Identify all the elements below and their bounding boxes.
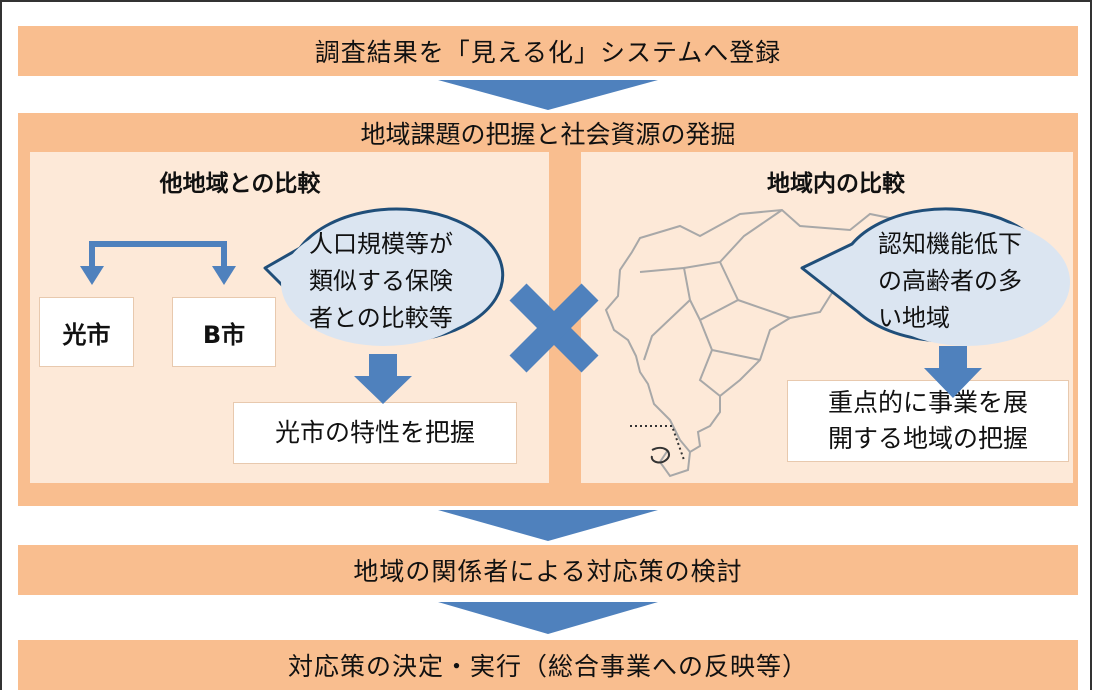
step-decide-text: 対応策の決定・実行（総合事業への反映等） — [287, 652, 808, 681]
city-b-label: B市 — [202, 320, 246, 349]
compare-other-regions-title: 他地域との比較 — [159, 171, 321, 197]
step-register-text: 調査結果を「見える化」システムへ登録 — [314, 38, 782, 67]
comparison-bracket-arrow-icon — [89, 241, 227, 268]
analysis-title-text: 地域課題の把握と社会資源の発掘 — [360, 120, 736, 149]
region-map-icon — [604, 208, 892, 478]
city-b-box: B市 — [172, 297, 276, 367]
priority-area-line-1: 重点的に事業を展 — [827, 388, 1028, 417]
flow-arrow-1-icon — [438, 80, 658, 110]
map-boundary-dotted-icon — [630, 425, 685, 461]
right-callout-line-3: い地域 — [878, 304, 950, 332]
map-island-icon — [650, 446, 670, 464]
left-callout-down-arrow-icon — [354, 354, 412, 404]
left-callout-text: 人口規模等が 類似する保険 者との比較等 — [309, 226, 453, 337]
step-consider-text: 地域の関係者による対応策の検討 — [353, 557, 743, 586]
flow-arrow-3-icon — [438, 602, 658, 634]
arrowhead-right-icon — [212, 266, 236, 285]
left-callout-bubble — [263, 207, 505, 346]
step-consider-band: 地域の関係者による対応策の検討 — [18, 545, 1078, 595]
hikari-characteristics-text: 光市の特性を把握 — [274, 418, 475, 447]
arrowhead-left-icon — [80, 266, 104, 285]
step-decide-band: 対応策の決定・実行（総合事業への反映等） — [18, 640, 1078, 690]
flow-arrow-2-icon — [438, 510, 658, 541]
cross-multiply-icon — [509, 283, 599, 373]
left-callout-line-1: 人口規模等が — [309, 230, 453, 258]
analysis-panel-title: 地域課題の把握と社会資源の発掘 — [18, 113, 1078, 153]
right-callout-line-2: の高齢者の多 — [878, 267, 1022, 295]
priority-area-line-2: 開する地域の把握 — [827, 424, 1028, 453]
right-callout-down-arrow-icon — [924, 346, 982, 398]
right-callout-line-1: 認知機能低下 — [878, 230, 1022, 258]
hikari-characteristics-box: 光市の特性を把握 — [233, 402, 517, 464]
priority-area-box: 重点的に事業を展 開する地域の把握 — [787, 380, 1069, 462]
right-callout-text: 認知機能低下 の高齢者の多 い地域 — [878, 226, 1022, 337]
left-callout-line-2: 類似する保険 — [309, 267, 453, 295]
left-callout-line-3: 者との比較等 — [309, 304, 453, 332]
city-hikari-box: 光市 — [39, 297, 134, 367]
step-register-band: 調査結果を「見える化」システムへ登録 — [18, 26, 1078, 76]
compare-within-region-title: 地域内の比較 — [767, 171, 905, 197]
city-hikari-label: 光市 — [62, 320, 111, 349]
right-callout-bubble — [800, 207, 1070, 346]
